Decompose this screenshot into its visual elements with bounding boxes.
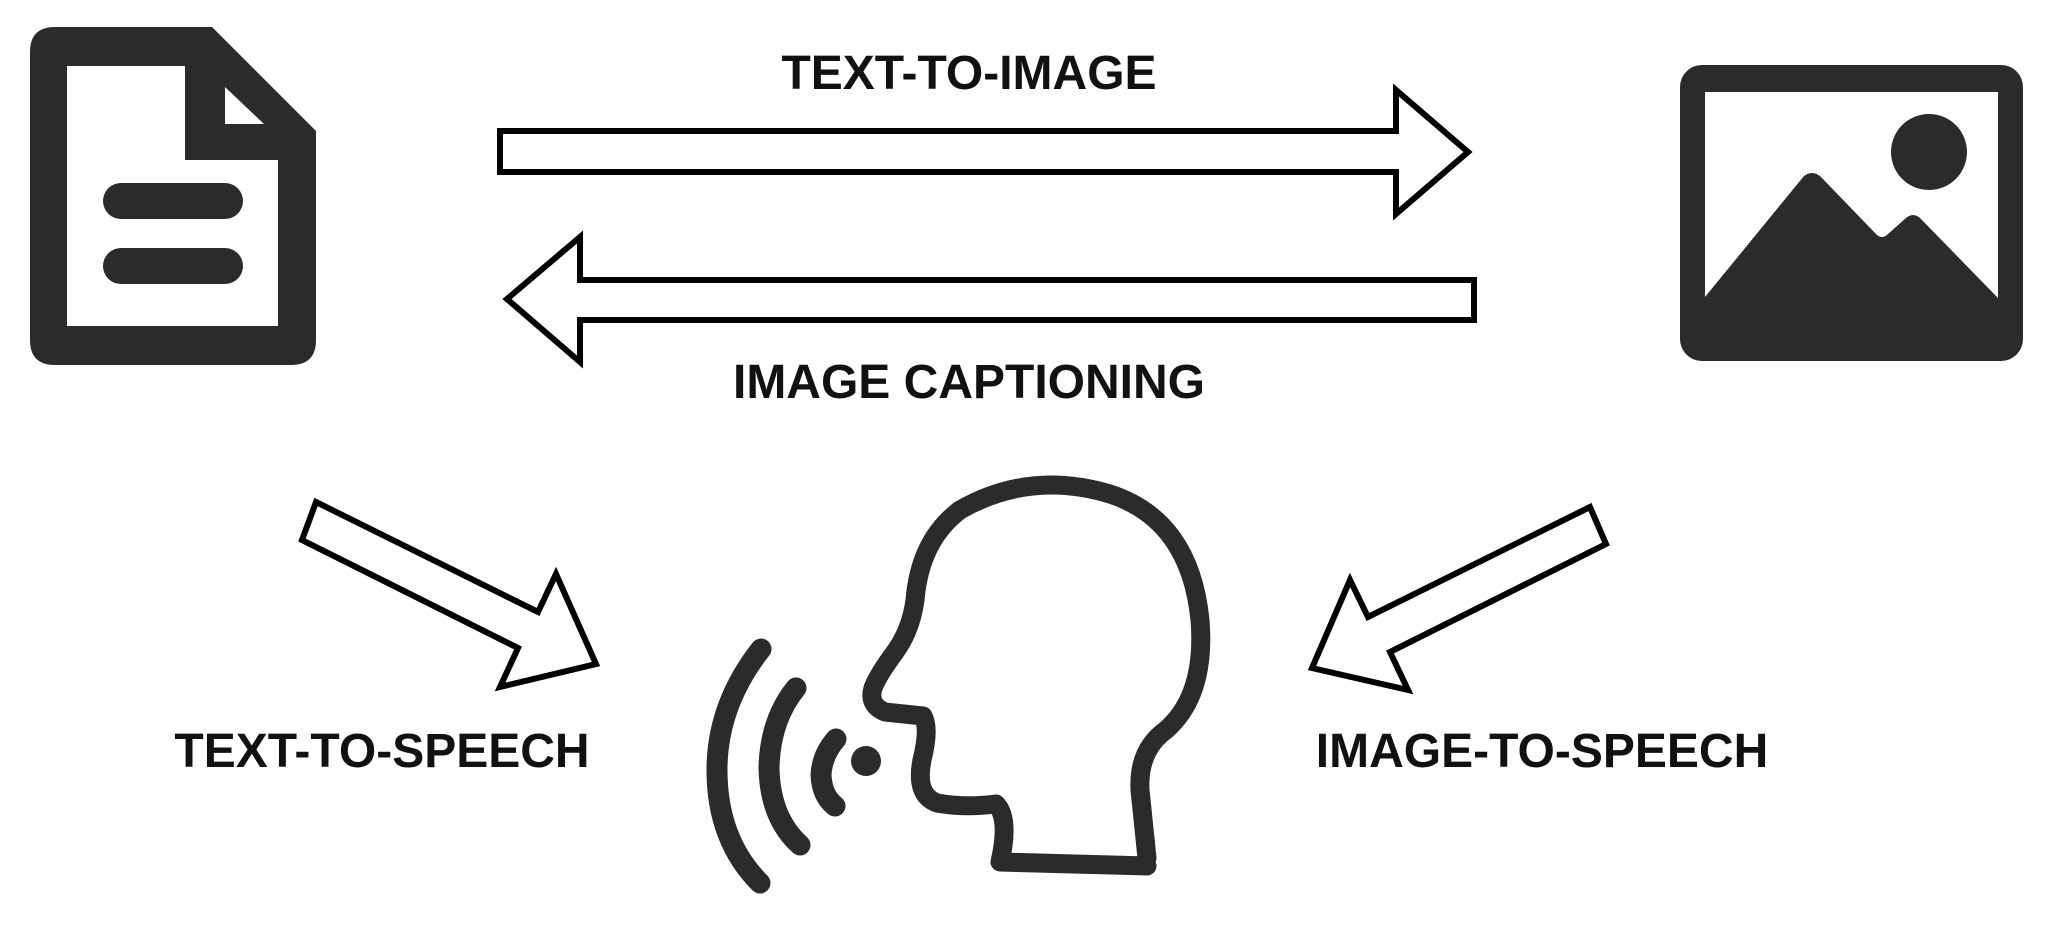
image-icon bbox=[1680, 65, 2023, 361]
image-captioning-arrow bbox=[502, 230, 1477, 369]
image-captioning-label: IMAGE CAPTIONING bbox=[733, 356, 1205, 409]
image-to-speech-arrow bbox=[1307, 502, 1610, 695]
text-to-speech-label: TEXT-TO-SPEECH bbox=[174, 725, 589, 778]
text-to-speech-arrow bbox=[298, 497, 601, 692]
speaking-head-icon bbox=[706, 475, 1211, 894]
text-to-image-arrow bbox=[497, 83, 1473, 221]
document-icon bbox=[30, 27, 316, 365]
text-to-image-label: TEXT-TO-IMAGE bbox=[781, 47, 1156, 100]
image-to-speech-label: IMAGE-TO-SPEECH bbox=[1316, 725, 1768, 778]
